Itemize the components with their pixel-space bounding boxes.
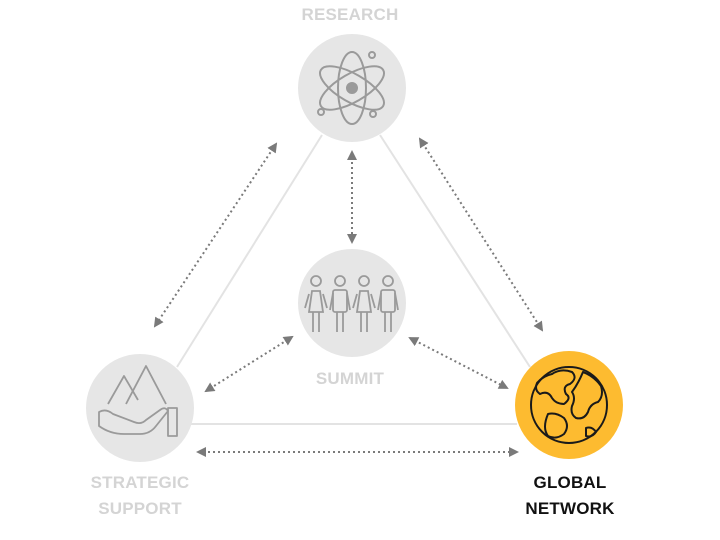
strategic-label-line-2: SUPPORT	[98, 499, 182, 518]
strategic-circle	[86, 354, 194, 462]
research-label-line-1: RESEARCH	[301, 5, 399, 24]
summit-label: SUMMIT	[250, 366, 450, 392]
atom-icon	[317, 51, 385, 125]
arrow-summit-global	[408, 337, 509, 389]
research-label: RESEARCH	[250, 2, 450, 28]
triangle-edge-left	[176, 134, 323, 368]
strategic-label: STRATEGIC SUPPORT	[40, 470, 240, 522]
node-global	[515, 351, 623, 459]
node-summit	[298, 249, 406, 357]
global-label-line-2: NETWORK	[525, 499, 615, 518]
strategic-label-line-1: STRATEGIC	[90, 473, 190, 492]
arrow-research-strategic	[153, 142, 278, 328]
triangle-edge-right	[379, 134, 531, 368]
node-strategic	[86, 354, 194, 462]
node-research	[298, 34, 406, 142]
global-label: GLOBAL NETWORK	[470, 470, 670, 522]
summit-circle	[298, 249, 406, 357]
arrow-summit-strategic	[204, 335, 294, 393]
globe-icon	[530, 366, 608, 444]
summit-label-line-1: SUMMIT	[315, 369, 385, 388]
people-group-icon	[304, 275, 399, 332]
arrow-research-global	[418, 137, 544, 332]
hand-mountains-icon	[98, 365, 178, 437]
global-label-line-1: GLOBAL	[533, 473, 607, 492]
connection-arrows	[153, 137, 544, 457]
